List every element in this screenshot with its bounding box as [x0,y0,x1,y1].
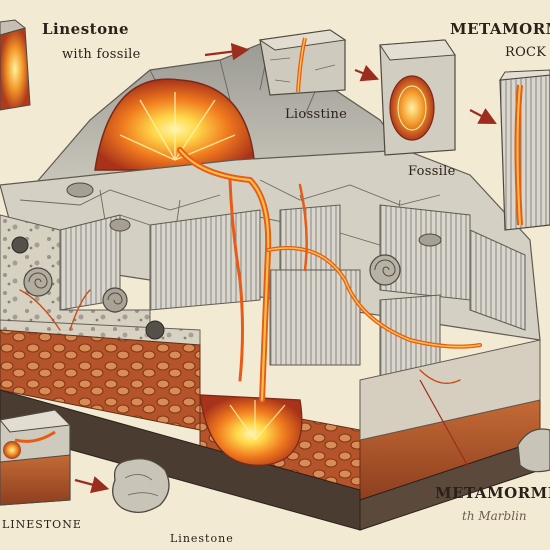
label-liosstine: Liosstine [285,107,347,122]
label-metamorphic-rock-line1: METAMORMISI [450,20,550,38]
ammonite-fossil-icon [369,254,401,286]
label-metamorphic-bottom-line2: th Marblin [462,509,527,523]
arrow-right-icon [74,42,497,494]
magma-veins [19,147,482,403]
specimen-metamorphic [499,69,550,231]
label-metamorphic-rock-line2: ROCK [505,45,546,60]
specimen-cube-center [258,29,347,96]
label-limestone-fossils-line1: Linestone [42,20,129,38]
label-linestone-left: LINESTONE [2,518,82,531]
leader-line [419,379,471,471]
specimen-bottom-left [0,409,72,506]
label-linestone-bottom: Linestone [170,532,234,545]
lower-magma-pocket [199,394,303,466]
rock-sample-icon [112,458,170,513]
specimen-top-left [0,19,31,111]
rock-sample-icon [517,428,550,473]
ammonite-fossil-icon [102,287,128,313]
label-metamorphic-bottom-line1: METAMORMISI [435,484,550,502]
label-limestone-fossils-line2: with fossile [62,47,141,62]
shell-fossil-icon [11,182,442,340]
label-fossile: Fossile [408,164,456,179]
ammonite-fossil-icon [23,267,53,297]
specimen-fossile [379,39,456,156]
